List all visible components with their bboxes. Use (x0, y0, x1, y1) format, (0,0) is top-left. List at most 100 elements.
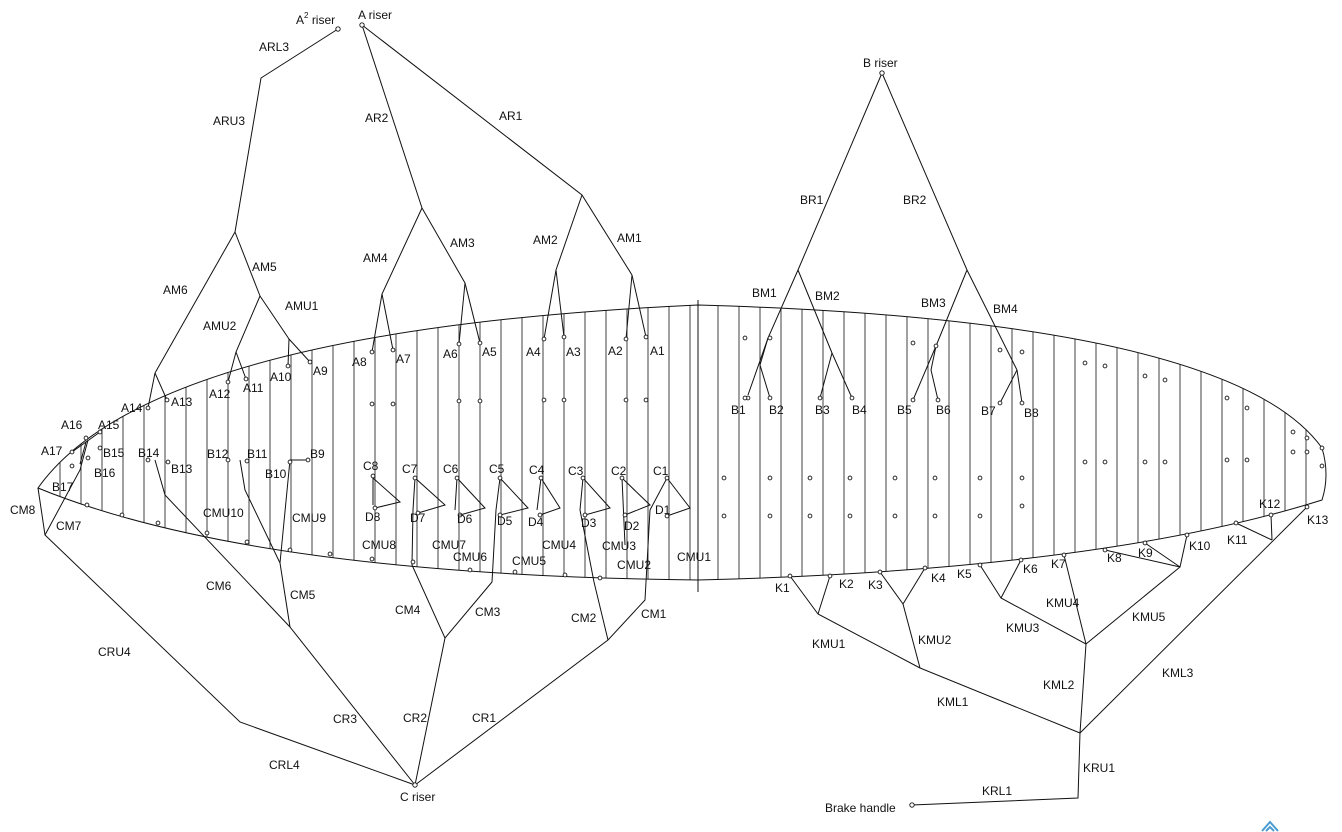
line-a13 (154, 372, 168, 401)
attachment-point (1224, 457, 1230, 463)
label-bm2: BM2 (815, 289, 840, 303)
label-cmu2: CMU2 (617, 558, 651, 572)
attachment-point (287, 459, 293, 465)
line-amu2 (227, 295, 261, 383)
label-cmu4: CMU4 (542, 538, 576, 552)
label-a10: A10 (270, 370, 292, 384)
attachment-point (622, 512, 628, 518)
attachment-point (119, 512, 125, 518)
line-cm3 (411, 509, 446, 639)
label-ar1: AR1 (499, 109, 523, 123)
attachment-point (1019, 349, 1025, 355)
attachment-point (582, 512, 588, 518)
label-d2: D2 (624, 519, 640, 533)
label-kmu2: KMU2 (918, 633, 952, 647)
attachment-point (910, 397, 916, 403)
attachment-point (467, 567, 473, 573)
label-a15: A15 (98, 418, 120, 432)
label-cm2: CM2 (571, 611, 597, 625)
attachment-point (1061, 552, 1067, 558)
attachment-point (225, 379, 231, 385)
label-cmu1: CMU1 (677, 550, 711, 564)
attachment-point (165, 459, 171, 465)
canopy-outline (37, 304, 1327, 581)
line-k11 (1235, 522, 1273, 541)
attachment-point (561, 397, 567, 403)
attachment-point (537, 512, 543, 518)
line-cm6 (239, 459, 281, 564)
attachment-point (787, 573, 793, 579)
label-k13: K13 (1307, 513, 1329, 527)
line-krl1 (911, 732, 1081, 806)
label-cm4: CM4 (395, 603, 421, 617)
attachment-point (1142, 373, 1148, 379)
attachment-point (1244, 405, 1250, 411)
label-bm4: BM4 (993, 302, 1018, 316)
attachment-point (977, 475, 983, 481)
attachment-point (244, 458, 250, 464)
line-arl3 (234, 28, 339, 233)
line-c8 (372, 476, 402, 509)
attachment-point (623, 397, 629, 403)
attachment-point (932, 513, 938, 519)
line-bm3b (930, 345, 939, 401)
line-am5 (234, 231, 261, 297)
line-am3 (421, 207, 466, 345)
label-d8: D8 (365, 510, 381, 524)
canopy-ribs (59, 305, 1307, 580)
label-b8: B8 (1024, 406, 1039, 420)
label-c5: C5 (489, 462, 505, 476)
label-cr2: CR2 (403, 711, 427, 725)
attachment-point (287, 547, 293, 553)
label-a17: A17 (41, 444, 63, 458)
line-kmu4 (1063, 554, 1087, 645)
line-am4b (381, 293, 394, 351)
line-c5 (495, 476, 529, 516)
label-cmu10: CMU10 (203, 506, 244, 520)
label-a14: A14 (121, 401, 143, 415)
label-a2: A2 (608, 344, 623, 358)
label-b12: B12 (207, 447, 229, 461)
attachment-point (1224, 395, 1230, 401)
attachment-point (742, 395, 748, 401)
riser-end-point (335, 26, 341, 32)
attachment-point (390, 401, 396, 407)
attachment-point (97, 429, 103, 435)
label-bm1: BM1 (752, 286, 777, 300)
label-bm3: BM3 (921, 296, 946, 310)
label-b13: B13 (171, 462, 193, 476)
riser-end-point (879, 70, 885, 76)
attachment-point (1162, 377, 1168, 383)
attachment-point (643, 397, 649, 403)
line-am4 (371, 207, 423, 353)
label-k6: K6 (1023, 562, 1038, 576)
label-am5: AM5 (252, 260, 277, 274)
label-a13: A13 (171, 395, 193, 409)
attachment-point (827, 573, 833, 579)
line-am2 (543, 194, 583, 340)
line-c4 (536, 476, 561, 516)
line-am3b (464, 282, 481, 344)
attachment-point (1162, 459, 1168, 465)
label-k2: K2 (839, 577, 854, 591)
attachment-point (1082, 459, 1088, 465)
label-amu1: AMU1 (285, 299, 319, 313)
attachment-point (721, 513, 727, 519)
attachment-point (932, 475, 938, 481)
attachment-point (561, 334, 567, 340)
label-cm5: CM5 (290, 588, 316, 602)
label-kmu3: KMU3 (1006, 621, 1040, 635)
label-b6: B6 (936, 403, 951, 417)
attachment-point (84, 502, 90, 508)
label-c2: C2 (611, 464, 627, 478)
label-br1: BR1 (800, 193, 824, 207)
label-a5: A5 (482, 345, 497, 359)
label-am6: AM6 (163, 283, 188, 297)
attachment-point (1019, 400, 1025, 406)
attachment-point (619, 475, 625, 481)
k-lines-group (789, 506, 1308, 806)
line-kmu3b (1000, 559, 1022, 599)
label-a9: A9 (313, 364, 328, 378)
attachment-point (1319, 463, 1325, 469)
